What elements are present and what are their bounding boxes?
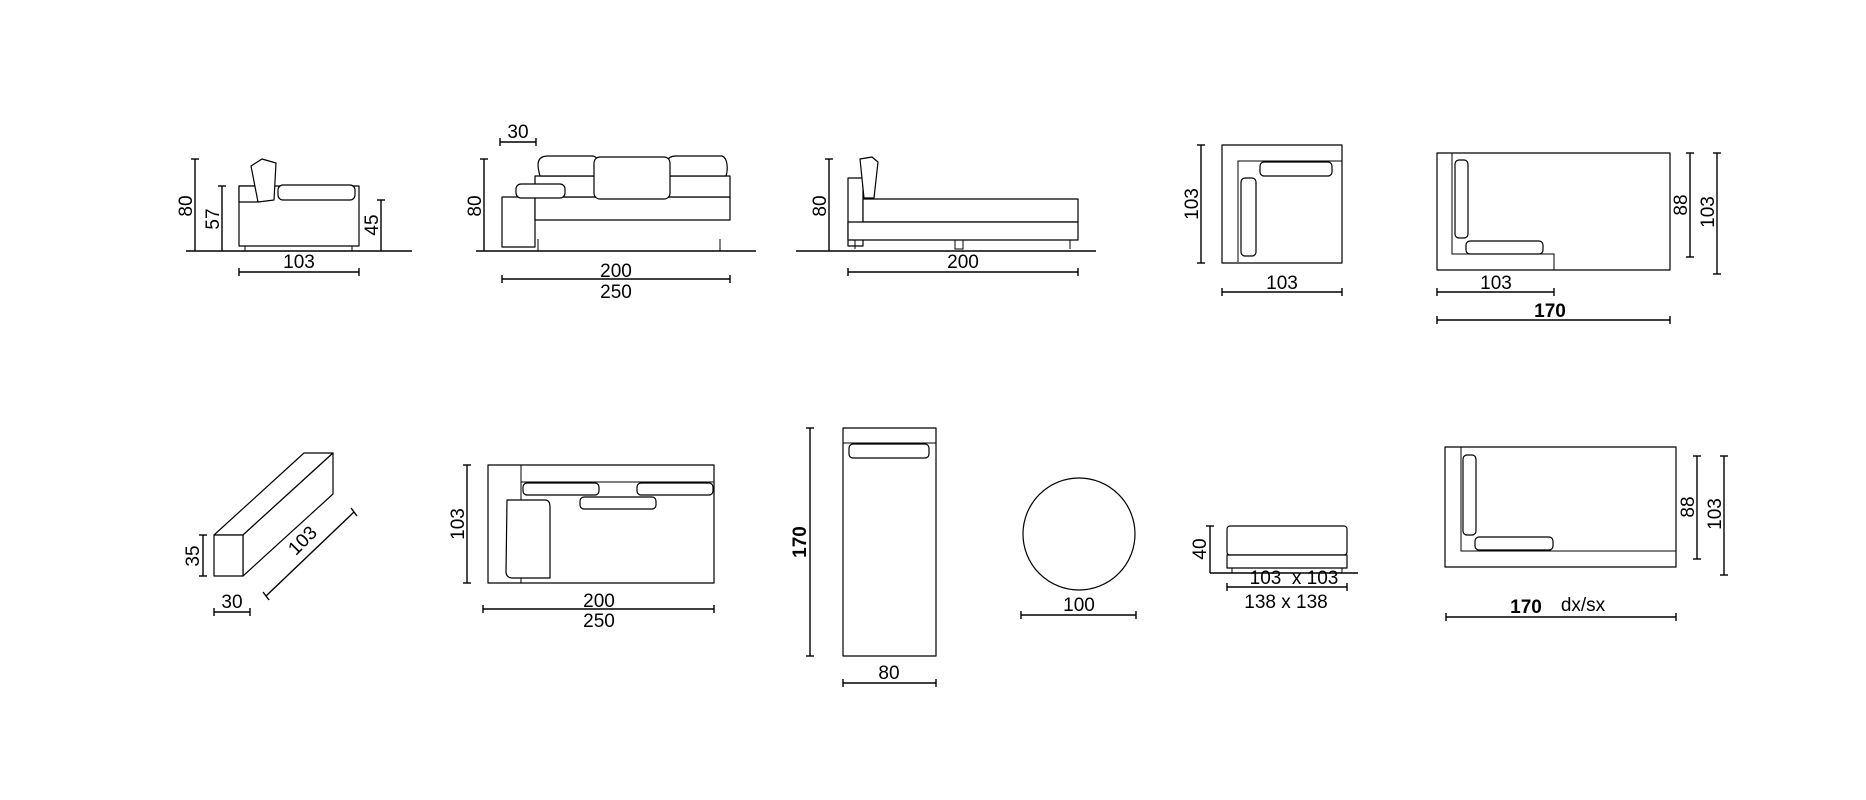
chaise-top-view: 103 170 88 103 (1436, 152, 1721, 324)
chaise-back-cushion (859, 156, 879, 199)
total-width-label: 250 (600, 282, 632, 303)
dim-tick (262, 591, 270, 601)
size-large-label: 138 x 138 (1244, 592, 1327, 613)
depth-label: 103 (448, 508, 469, 540)
ottoman-view: 40 103 x 103 138 x 138 (1190, 525, 1358, 613)
height-label: 35 (183, 545, 204, 566)
variant-label: dx/sx (1561, 595, 1606, 616)
ottoman-base (1226, 554, 1348, 569)
bolster-end-face (213, 534, 244, 577)
round-table-top (1022, 477, 1136, 591)
height-label: 80 (810, 195, 831, 216)
daybed-cushion (848, 443, 930, 459)
scatter-cushion (505, 499, 551, 579)
diameter-label: 100 (1063, 595, 1095, 616)
chaise-back-cushion (1462, 454, 1477, 536)
length-label: 200 (947, 252, 979, 273)
back-height-label: 57 (203, 208, 224, 229)
chaise-seat (862, 198, 1079, 223)
round-table-view: 100 (1020, 477, 1137, 619)
seat-height-label: 45 (362, 214, 383, 235)
height-label: 40 (1190, 538, 1211, 559)
armrest-label: 30 (507, 122, 528, 143)
corner-inner-frame (1237, 160, 1342, 262)
daybed-top-view: 170 80 (790, 427, 937, 687)
scatter-cushion (593, 156, 671, 200)
length-label: 170 (790, 526, 811, 558)
daybed-outline (842, 427, 937, 657)
back-cushion-right (636, 482, 714, 496)
armchair-seat-cushion (277, 184, 356, 201)
armchair-side-view: 80 57 45 103 (176, 158, 412, 276)
chaise-top-view-variant: 170 dx/sx 88 103 (1444, 446, 1728, 621)
corner-back-cushion (1259, 161, 1333, 177)
sofa-base (534, 196, 731, 221)
height-label: 80 (465, 195, 486, 216)
back-cushion-mid (579, 496, 657, 510)
chaise-arm-cushion (1474, 536, 1554, 551)
back-cushion-left (537, 155, 600, 177)
total-width-label: 103 (1705, 498, 1726, 530)
total-width-label: 250 (583, 611, 615, 632)
armchair-back-cushion (250, 158, 277, 203)
dim-tick (350, 507, 358, 517)
chaise-inner-frame (1444, 446, 1676, 567)
corner-side-cushion (1240, 177, 1257, 257)
seat-width-label: 200 (583, 591, 615, 612)
width-label: 80 (878, 663, 899, 684)
seat-width-label: 88 (1671, 194, 1692, 215)
back-cushion-right (665, 155, 728, 177)
seat-width-label: 200 (600, 261, 632, 282)
total-width-label: 103 (1698, 196, 1719, 228)
chaise-base (847, 221, 1079, 241)
sofa-top-view: 103 200 250 (448, 464, 715, 632)
depth-label: 103 (1182, 188, 1203, 220)
length-label: 170 (1534, 301, 1566, 322)
width-label: 30 (221, 592, 242, 613)
corner-module-top-view: 103 103 (1182, 144, 1343, 296)
chaise-center-leg (954, 239, 964, 250)
size-small-label: 103 x 103 (1250, 568, 1339, 589)
armrest-cushion (515, 183, 566, 199)
side-table-block (501, 196, 536, 248)
back-cushion-left (522, 482, 600, 496)
length-label: 170 (1510, 597, 1542, 618)
length-dim-line (265, 511, 355, 597)
chaise-arm-cushion (1465, 240, 1544, 255)
chaise-side-view: 80 200 (796, 156, 1096, 276)
sofa-front-view: 30 80 200 250 (465, 122, 756, 303)
seat-depth-label: 103 (1480, 273, 1512, 294)
seat-width-label: 88 (1678, 496, 1699, 517)
width-label: 103 (1266, 273, 1298, 294)
ottoman-top (1226, 525, 1348, 556)
total-height-label: 80 (176, 195, 197, 216)
bolster-view: 35 30 103 (183, 452, 358, 616)
chaise-inner-frame (1436, 152, 1555, 270)
chaise-back-cushion (1454, 159, 1469, 239)
depth-label: 103 (283, 252, 315, 273)
